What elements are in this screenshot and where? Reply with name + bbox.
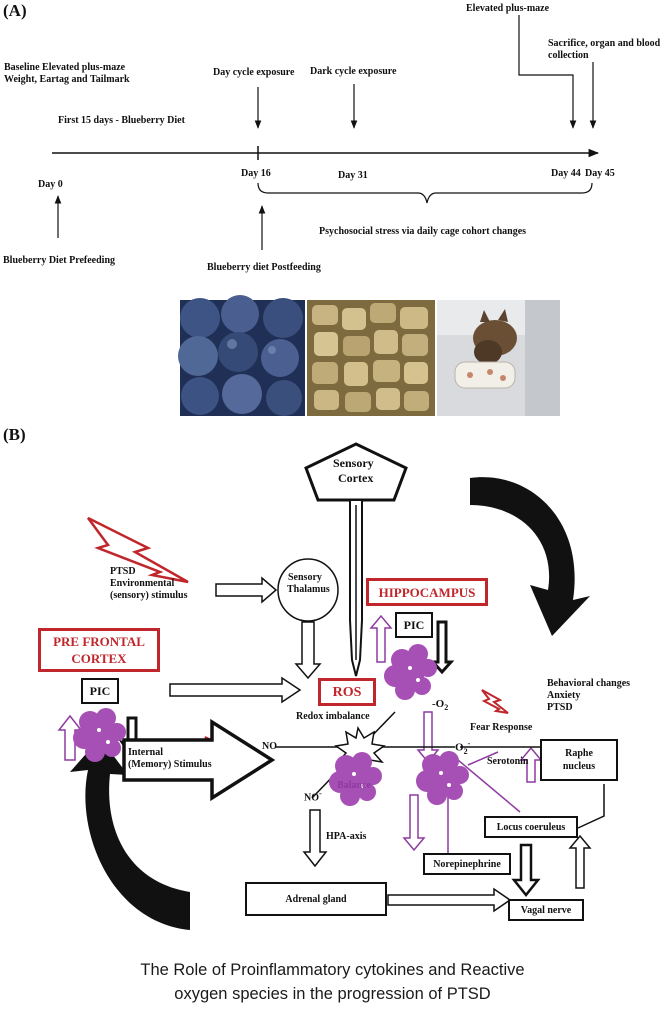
internal-label-1: Internal (128, 747, 163, 758)
pfc-label-1: PRE FRONTAL (53, 634, 145, 649)
cell-cluster-serotonin (416, 751, 469, 805)
caption-line-1: The Role of Proinflammatory cytokines an… (140, 961, 525, 979)
sensory-thalamus-label-1: Sensory (288, 572, 322, 583)
curved-arrow-left (70, 738, 190, 930)
o2-minus-label: -O2 (432, 698, 449, 713)
ptsd-behavior-label: PTSD (547, 702, 573, 713)
internal-label-2: (Memory) Stimulus (128, 759, 212, 770)
prefeeding-label: Blueberry Diet Prefeeding (3, 255, 116, 266)
hippocampus-label: HIPPOCAMPUS (378, 584, 476, 600)
internal-stimulus-arrow (122, 718, 276, 802)
day44-label: Day 44 (551, 168, 581, 179)
chow-pellets-photo (307, 300, 435, 416)
day45-label: Day 45 (585, 168, 615, 179)
stress-label: Psychosocial stress via daily cage cohor… (319, 226, 527, 237)
elevated-plus-maze-label: Elevated plus-maze (466, 3, 550, 14)
sensory-cortex-label-2: Cortex (338, 471, 374, 485)
curved-arrow-right (470, 477, 590, 636)
raphe-box: Raphe nucleus (540, 739, 618, 781)
pic-label-hippocampus: PIC (403, 617, 425, 632)
redox-label: Redox imbalance (296, 711, 370, 722)
pic-box-hippocampus: PIC (395, 612, 433, 638)
vagal-label: Vagal nerve (520, 904, 572, 916)
cell-cluster-hippocampus (384, 644, 437, 700)
ros-box: ROS (318, 678, 376, 706)
first-15-days-label: First 15 days - Blueberry Diet (58, 115, 185, 126)
no-label: NO (262, 741, 277, 752)
balance-label: Balance (337, 780, 371, 791)
day-cycle-label: Day cycle exposure (213, 67, 295, 78)
environmental-label: Environmental (110, 578, 175, 589)
cell-cluster-pfc (73, 708, 126, 762)
raphe-label-2: nucleus (562, 761, 596, 772)
postfeeding-label: Blueberry diet Postfeeding (207, 262, 321, 273)
norepinephrine-box: Norepinephrine (423, 853, 511, 875)
rat-feeding-photo (437, 300, 560, 416)
adrenal-gland-box: Adrenal gland (245, 882, 387, 916)
hippocampus-box: HIPPOCAMPUS (366, 578, 488, 606)
dark-cycle-label: Dark cycle exposure (310, 66, 397, 77)
panel-a-label: (A) (3, 1, 27, 20)
sensory-stimulus-label: (sensory) stimulus (110, 590, 188, 601)
blueberries-photo (178, 295, 305, 416)
cell-cluster-balance (329, 752, 382, 806)
day16-label: Day 16 (241, 168, 271, 179)
fear-lightning-icon (481, 689, 509, 714)
pfc-box: PRE FRONTAL CORTEX (38, 628, 160, 672)
ptsd-lightning-icon (86, 516, 189, 584)
sacrifice-label-2: collection (548, 50, 589, 61)
behavioral-label: Behavioral changes (547, 678, 631, 689)
no-minus-label: NO- (304, 789, 322, 804)
pic-label-pfc: PIC (89, 683, 111, 698)
fear-response-label: Fear Response (470, 722, 533, 733)
norepinephrine-label: Norepinephrine (433, 858, 501, 870)
sacrifice-label-1: Sacrifice, organ and blood (548, 38, 661, 49)
anxiety-label: Anxiety (547, 690, 581, 701)
panel-b-label: (B) (3, 425, 26, 444)
ptsd-label: PTSD (110, 566, 136, 577)
serotonin-label: Serotonin (487, 756, 529, 767)
weight-label: Weight, Eartag and Tailmark (4, 74, 130, 85)
day31-label: Day 31 (338, 170, 368, 181)
adrenal-label: Adrenal gland (285, 893, 347, 905)
caption-line-2: oxygen species in the progression of PTS… (174, 985, 491, 1003)
pic-box-pfc: PIC (81, 678, 119, 704)
o2-right-label: O2- (455, 739, 471, 756)
locus-coeruleus-box: Locus coeruleus (484, 816, 578, 838)
raphe-label-1: Raphe (565, 748, 593, 759)
timeline-graphic (52, 15, 600, 416)
sensory-cortex-label-1: Sensory (333, 456, 374, 470)
ros-label: ROS (332, 684, 362, 700)
day0-label: Day 0 (38, 179, 63, 190)
baseline-label: Baseline Elevated plus-maze (4, 62, 126, 73)
hpa-axis-label: HPA-axis (326, 831, 367, 842)
vagal-nerve-box: Vagal nerve (508, 899, 584, 921)
sensory-thalamus-shape (277, 558, 339, 622)
pfc-label-2: CORTEX (71, 651, 127, 666)
sensory-thalamus-label-2: Thalamus (287, 584, 330, 595)
locus-label: Locus coeruleus (496, 821, 566, 833)
